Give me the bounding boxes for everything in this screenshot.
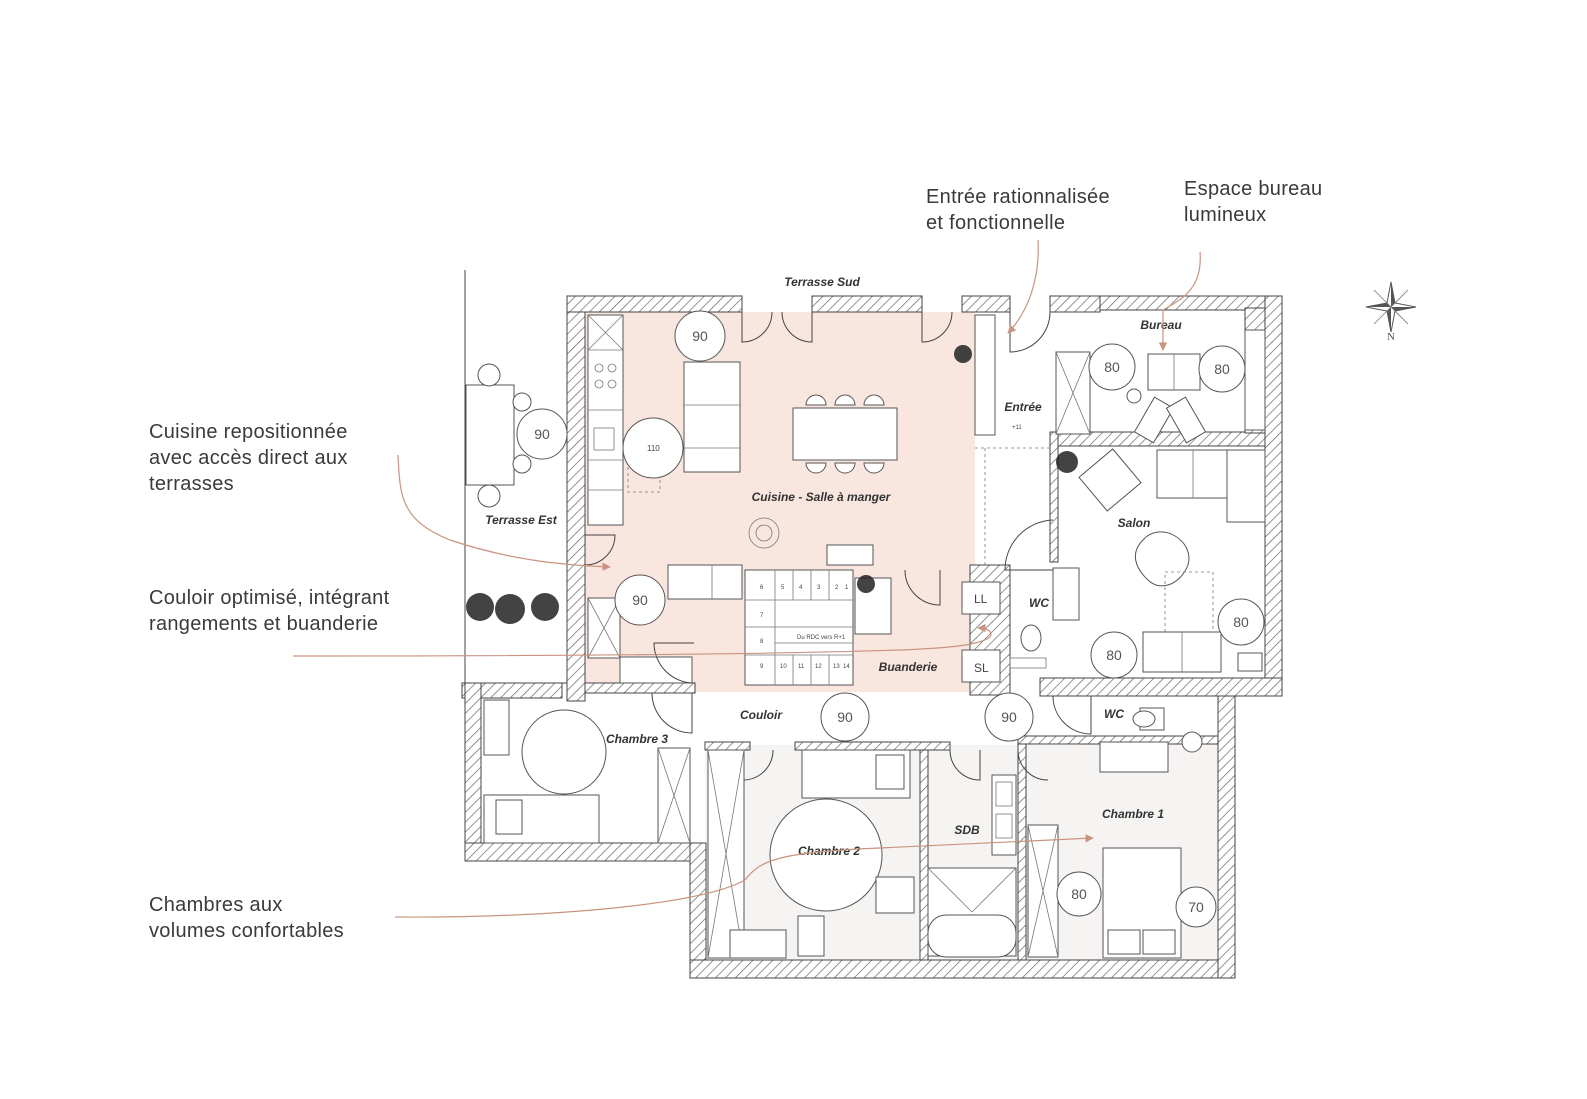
room-label-chambre-1: Chambre 1	[1102, 807, 1164, 821]
room-label-entree: Entrée	[1004, 400, 1042, 414]
annotation-line: lumineux	[1184, 204, 1267, 226]
annotation-line: et fonctionnelle	[926, 212, 1066, 234]
entree-storage: +11	[974, 314, 1050, 565]
room-label-chambre-3: Chambre 3	[606, 732, 668, 746]
annotation-line: Cuisine repositionnée	[149, 421, 348, 443]
kitchen-sofa	[683, 361, 741, 473]
turning-circle-label: 80	[1104, 359, 1120, 375]
room-label-sdb: SDB	[954, 823, 980, 837]
round-rug	[748, 517, 780, 549]
turning-circle-label: 90	[1001, 709, 1017, 725]
stair-direction-label: Du RDC vers R+1	[797, 635, 846, 641]
table-110: 110	[622, 417, 684, 493]
room-label-cuisine: Cuisine - Salle à manger	[752, 490, 892, 504]
stair-numbers: 6 5 4 3 2 1 7 8 9 10 11 12 13 14 Du RDC …	[760, 585, 850, 670]
turning-circle-label: 90	[692, 328, 708, 344]
room-labels: Terrasse Sud Bureau Entrée Terrasse Est …	[485, 275, 1182, 858]
plants-interior	[857, 345, 1078, 593]
kitchen-cabinets	[587, 314, 624, 659]
room-label-bureau: Bureau	[1140, 318, 1182, 332]
stair-step: 13	[833, 664, 840, 670]
annotation-line: Entrée rationnalisée	[926, 186, 1110, 208]
stair-step: 12	[815, 664, 822, 670]
wc-1-fixtures	[1009, 567, 1080, 669]
stair-step: 4	[799, 585, 803, 591]
annotation-cuisine: Cuisine repositionnée avec accès direct …	[149, 419, 348, 497]
annotation-line: Espace bureau	[1184, 178, 1323, 200]
stair-step: 11	[798, 664, 805, 670]
annotation-chambres: Chambres aux volumes confortables	[149, 892, 344, 944]
turning-circle-label: 90	[632, 592, 648, 608]
stair-step: 1	[845, 585, 849, 591]
dining-table	[792, 394, 898, 474]
room-label-terrasse-est: Terrasse Est	[485, 513, 558, 527]
doors	[584, 311, 1092, 781]
terrasse-table	[465, 363, 532, 508]
turning-circle-label: 80	[1233, 614, 1249, 630]
annotation-line: rangements et buanderie	[149, 613, 379, 635]
stair-step: 6	[760, 585, 764, 591]
table-110-label: 110	[647, 444, 660, 453]
staircase	[744, 569, 854, 686]
compass-rose-icon: N	[1365, 281, 1417, 343]
chambre-3-furniture	[483, 699, 691, 844]
stair-step: 5	[781, 585, 785, 591]
terrasse-est-outline	[464, 270, 567, 684]
annotation-arrows	[292, 239, 1201, 918]
room-label-couloir: Couloir	[740, 708, 783, 722]
lower-sofa	[667, 564, 743, 600]
stair-step: 9	[760, 664, 764, 670]
annotation-line: volumes confortables	[149, 920, 344, 942]
stair-step: 10	[780, 664, 787, 670]
plants-terrasse	[466, 593, 559, 624]
chambre-3-turning-circle	[521, 709, 607, 795]
lave-linge-label: LL	[974, 592, 988, 606]
seche-linge-label: SL	[974, 661, 989, 675]
entree-small-label: +11	[1012, 425, 1022, 431]
turning-circle-label: 80	[1106, 647, 1122, 663]
turning-circles: 90 90 90 80 80 80 80 90 90 80 70	[516, 310, 1265, 928]
stair-step: 8	[760, 639, 764, 645]
annotation-line: Chambres aux	[149, 894, 283, 916]
turning-circle-label: 90	[534, 426, 550, 442]
turning-circle-label: 80	[1071, 886, 1087, 902]
annotation-couloir: Couloir optimisé, intégrant rangements e…	[149, 585, 389, 637]
bureau-furniture	[1055, 329, 1266, 444]
room-label-salon: Salon	[1118, 516, 1151, 530]
stair-step: 3	[817, 585, 821, 591]
stair-step: 7	[760, 613, 764, 619]
chambre-1-furniture	[1027, 731, 1203, 959]
turning-circle-label: 70	[1188, 899, 1204, 915]
bench	[826, 544, 874, 566]
turning-circle-label: 80	[1214, 361, 1230, 377]
salon-furniture	[1078, 448, 1266, 673]
stair-step: 2	[835, 585, 839, 591]
chambre-2-furniture	[707, 749, 915, 959]
stair-step: 14	[843, 664, 850, 670]
annotation-line: avec accès direct aux	[149, 447, 348, 469]
wc-2-fixtures	[1132, 707, 1165, 731]
annotation-line: Couloir optimisé, intégrant	[149, 587, 390, 609]
turning-circle-label: 90	[837, 709, 853, 725]
lower-counter	[619, 656, 693, 684]
room-label-buanderie: Buanderie	[879, 660, 938, 674]
annotation-bureau: Espace bureau lumineux	[1184, 176, 1322, 228]
annotation-line: terrasses	[149, 473, 234, 495]
compass-north-label: N	[1387, 331, 1395, 343]
room-label-terrasse-sud: Terrasse Sud	[784, 275, 860, 289]
room-label-wc-2: WC	[1104, 707, 1124, 721]
room-label-wc-1: WC	[1029, 596, 1049, 610]
annotation-entree: Entrée rationnalisée et fonctionnelle	[926, 184, 1110, 236]
